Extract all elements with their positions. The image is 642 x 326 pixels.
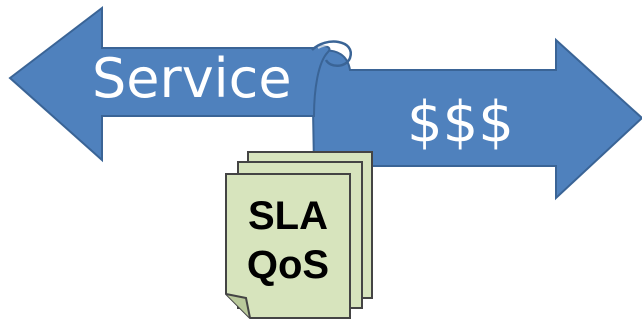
arrow-curl — [311, 40, 352, 67]
arrow-curl-fold — [317, 43, 346, 55]
qos-label: QoS — [246, 243, 330, 287]
document-stack — [225, 151, 373, 319]
money-label: $$$ — [407, 90, 514, 155]
document-page-front — [225, 173, 351, 319]
service-label: Service — [92, 47, 292, 110]
document-fold-corner — [225, 293, 251, 319]
sla-label: SLA — [248, 194, 328, 238]
